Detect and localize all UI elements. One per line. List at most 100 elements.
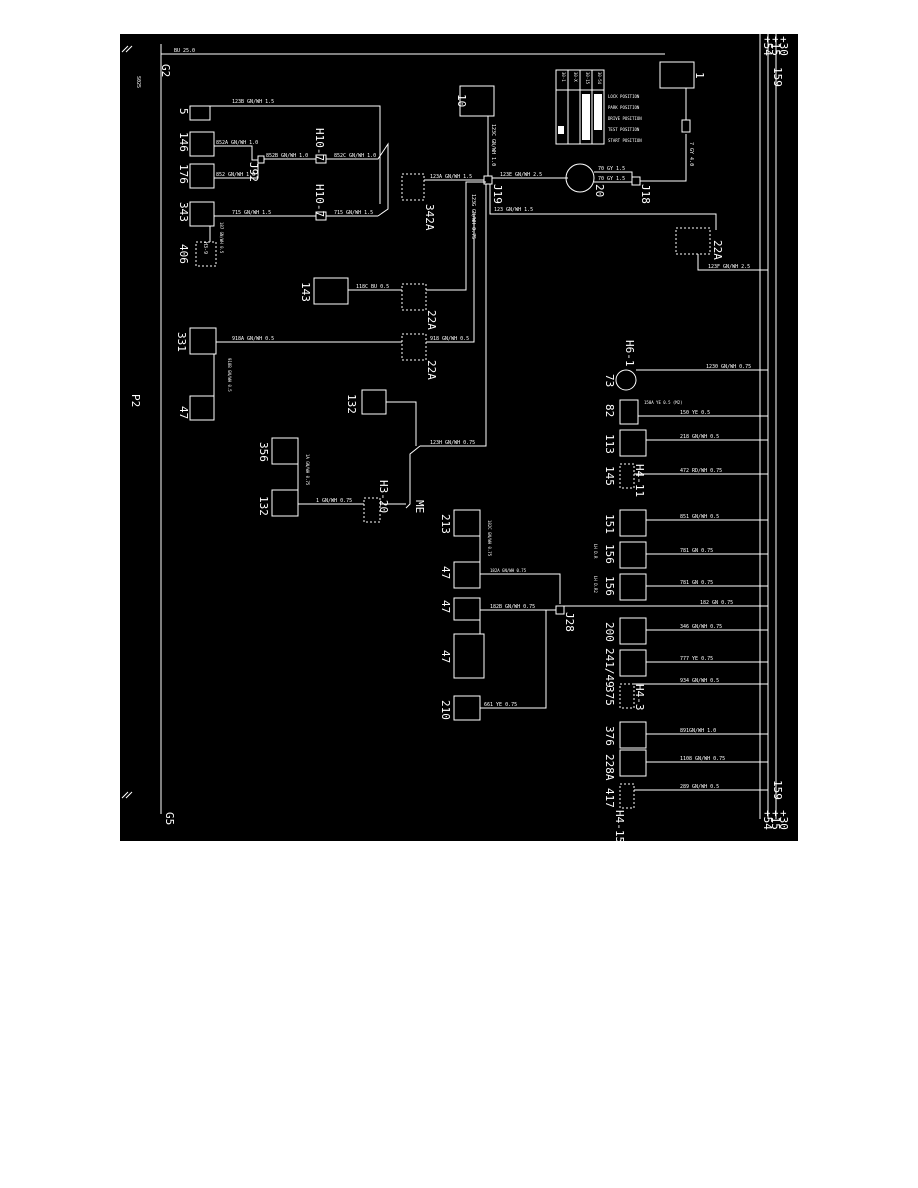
component-47-lower bbox=[453, 633, 485, 679]
wire-label-123f: 123F GN/WH 2.5 bbox=[708, 264, 750, 270]
component-228a bbox=[619, 749, 647, 777]
label-p2: P2 bbox=[129, 394, 142, 407]
wire-label-781: 781 GN 0.75 bbox=[680, 548, 713, 554]
wire-label-123a: 123A GN/WH 1.5 bbox=[430, 174, 472, 180]
label-406: 406 bbox=[177, 244, 190, 264]
wiring-diagram: G2 BU 25.0 P2 G5 S025 +30 +15 +54 +30 +1… bbox=[120, 34, 798, 843]
splice-j18 bbox=[631, 176, 641, 186]
wire-123h bbox=[405, 445, 421, 509]
label-241-49: 241/49 bbox=[603, 648, 616, 688]
wire-label-934: 934 GN/WH 0.5 bbox=[680, 678, 719, 684]
tag-156-lower: LH D.R2 bbox=[593, 576, 598, 593]
switch-row-start: START POSITION bbox=[608, 138, 642, 143]
label-j28: J28 bbox=[563, 612, 576, 632]
label-210: 210 bbox=[439, 700, 452, 720]
label-s025: S025 bbox=[135, 76, 141, 88]
label-me: ME bbox=[413, 500, 426, 513]
component-331 bbox=[189, 327, 217, 355]
component-146 bbox=[189, 131, 215, 157]
component-47-mid bbox=[453, 597, 481, 621]
wire-label-715: 715 GN/WH 1.5 bbox=[232, 210, 271, 216]
component-376 bbox=[619, 721, 647, 749]
label-h3-20: H3-20 bbox=[377, 480, 390, 513]
wire-label-123: 123 GN/WH 1.5 bbox=[494, 207, 533, 213]
label-73: 73 bbox=[603, 374, 616, 387]
splice-j28 bbox=[555, 605, 565, 615]
label-h4-15: H4-15 bbox=[613, 810, 626, 841]
wire-123b bbox=[210, 105, 381, 204]
wire-label-715b: 715 GN/WH 1.5 bbox=[334, 210, 373, 216]
wire-661 bbox=[480, 609, 556, 709]
wire-852a bbox=[214, 145, 262, 161]
label-82: 82 bbox=[603, 404, 616, 417]
rail-54-label-bottom: +54 bbox=[761, 810, 774, 830]
component-132-lower bbox=[271, 489, 299, 517]
wire-label-852: 852 GN/WH 1.0 bbox=[216, 172, 255, 178]
label-h6-1: H6-1 bbox=[623, 340, 636, 367]
label-146: 146 bbox=[177, 132, 190, 152]
label-g2: G2 bbox=[159, 64, 172, 77]
rail-159-label-top: 159 bbox=[771, 67, 784, 87]
switch-header-3: 30-54 bbox=[597, 72, 602, 85]
component-151 bbox=[619, 509, 647, 537]
connector-h4-3 bbox=[619, 683, 635, 709]
rail-15-label-top: +15 bbox=[769, 36, 782, 56]
wire-label-852c: 852C GN/WH 1.0 bbox=[334, 153, 376, 159]
connector-h6-1 bbox=[615, 369, 637, 391]
switch-row-test: TEST POSITION bbox=[608, 127, 640, 132]
wire-918 bbox=[426, 214, 475, 343]
rail-30-label-bottom: +30 bbox=[777, 810, 790, 830]
wire-123f bbox=[697, 254, 768, 271]
wire-label-918: 918 GN/WH 0.5 bbox=[430, 336, 469, 342]
label-151: 151 bbox=[603, 514, 616, 534]
component-132-upper bbox=[361, 389, 387, 415]
label-47-lower: 47 bbox=[439, 650, 452, 663]
wire-label-852a: 852A GN/WH 1.0 bbox=[216, 140, 258, 146]
wire-852c bbox=[326, 142, 389, 217]
wire-label-123b: 123B GN/WH 1.5 bbox=[232, 99, 274, 105]
component-82 bbox=[619, 399, 639, 425]
label-22a-mid: 22A bbox=[425, 310, 438, 330]
wire-852 bbox=[214, 160, 259, 179]
connector-h3-20 bbox=[363, 497, 381, 523]
label-132-lower: 132 bbox=[257, 496, 270, 516]
label-132-upper: 132 bbox=[345, 394, 358, 414]
component-1 bbox=[659, 61, 695, 89]
label-5: 5 bbox=[177, 108, 190, 115]
tag-156-upper: LH D.R bbox=[593, 544, 598, 559]
component-10 bbox=[459, 85, 495, 117]
label-113: 113 bbox=[603, 434, 616, 454]
wire-label-1230: 1230 GN/WH 0.75 bbox=[706, 364, 751, 370]
label-20: 20 bbox=[593, 184, 606, 197]
wire-label-7gy: 7 GY 4.0 bbox=[688, 142, 694, 166]
label-47-mid: 47 bbox=[439, 600, 452, 613]
component-47-left bbox=[189, 395, 215, 421]
wire-label-851: 851 GN/WH 0.5 bbox=[680, 514, 719, 520]
component-156-lower bbox=[619, 573, 647, 601]
component-113 bbox=[619, 429, 647, 457]
wire-label-918a: 918A GN/WH 0.5 bbox=[232, 336, 274, 342]
wire-label-1108: 1108 GN/WH 0.75 bbox=[680, 756, 725, 762]
rail-15-label-bottom: +15 bbox=[769, 810, 782, 830]
component-22a-low bbox=[401, 333, 427, 361]
wire-label-1a: 1A GN/WH 0.75 bbox=[305, 454, 310, 486]
label-1: 1 bbox=[693, 72, 706, 79]
wire-label-123e: 123E GN/WH 2.5 bbox=[500, 172, 542, 178]
label-343: 343 bbox=[177, 202, 190, 222]
connector-h4-15 bbox=[619, 783, 635, 809]
label-j92: J92 bbox=[247, 162, 260, 182]
wire-182a bbox=[480, 573, 561, 604]
component-241-49 bbox=[619, 649, 647, 677]
wire-label-187: 187 GN/WH 0.5 bbox=[219, 222, 224, 254]
label-10: 10 bbox=[455, 94, 468, 107]
label-h3-9: H3-9 bbox=[202, 242, 208, 254]
label-h4-11: H4-11 bbox=[633, 464, 646, 497]
label-j19: J19 bbox=[491, 184, 504, 204]
label-200: 200 bbox=[603, 622, 616, 642]
wire-132-upper bbox=[386, 401, 417, 446]
wire-70 bbox=[594, 171, 633, 178]
switch-mark-30-15 bbox=[582, 94, 590, 140]
label-342a: 342A bbox=[423, 204, 436, 231]
wire-label-70: 70 GY 1.5 bbox=[598, 166, 625, 172]
component-22a-mid bbox=[401, 283, 427, 311]
